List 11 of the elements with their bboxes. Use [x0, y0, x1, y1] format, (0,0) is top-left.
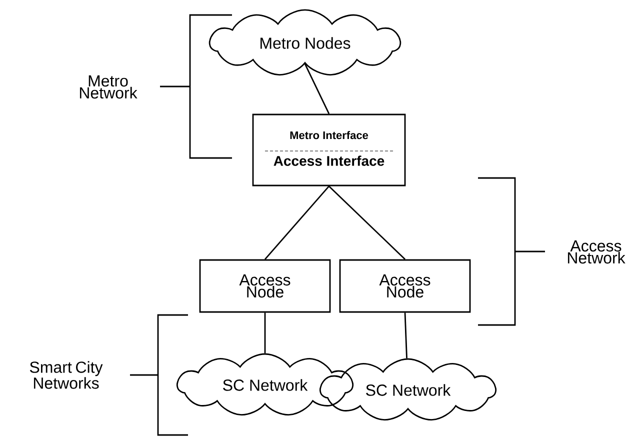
connector — [404, 312, 408, 358]
connector — [264, 186, 330, 260]
bracket-label: Metro Network — [80, 75, 138, 99]
connector — [304, 64, 330, 114]
bracket-label: Access Network — [568, 240, 626, 264]
bracket-label: Smart City Networks — [30, 361, 103, 389]
connector — [328, 186, 406, 260]
node-box: Access Node — [339, 259, 471, 313]
node-box: Access Node — [199, 259, 331, 313]
connector — [264, 312, 266, 354]
interface-box: Metro Interface Access Interface — [252, 114, 406, 186]
